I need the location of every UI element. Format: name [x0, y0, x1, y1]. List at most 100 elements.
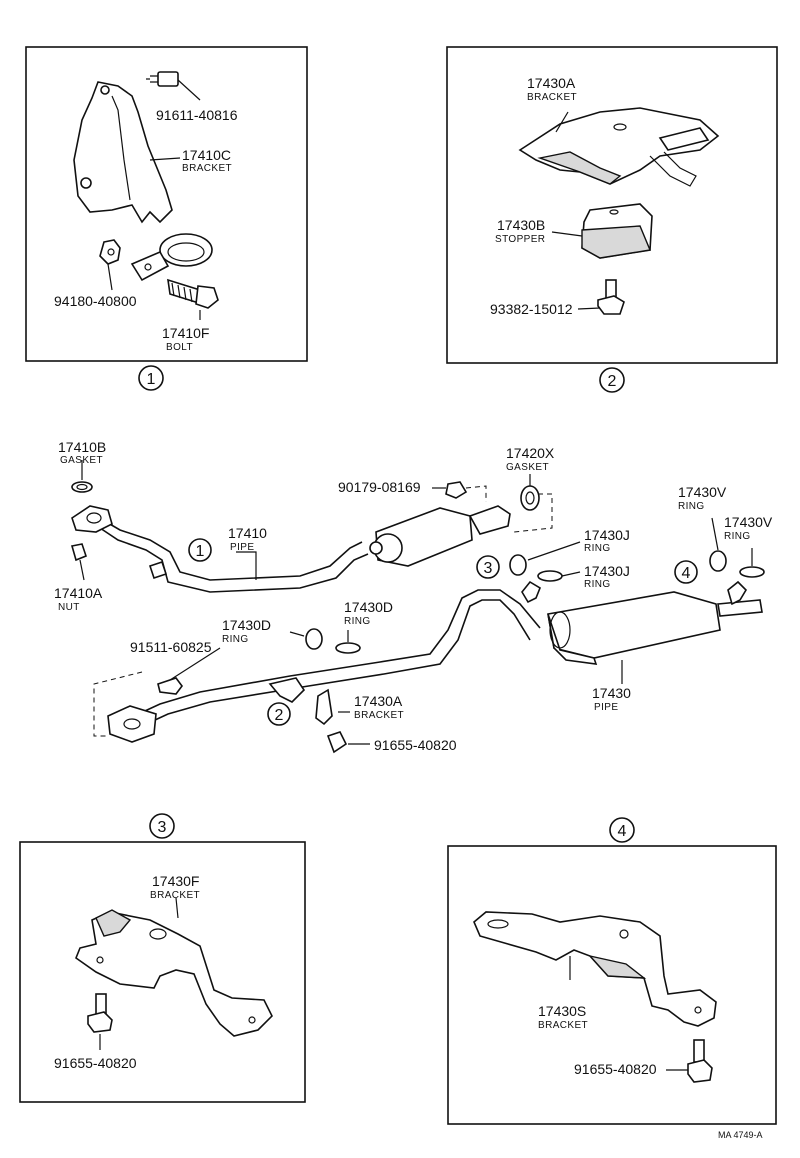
dashed-guide	[93, 671, 143, 737]
detail-2-panel: 17430A BRACKET 17430B STOPPER 93382-1501…	[446, 46, 778, 364]
nut-90179-08169-drawing	[445, 481, 468, 499]
gasket-17420x-drawing	[520, 485, 540, 511]
part-name-pipe: PIPE	[594, 702, 618, 713]
clamp-position-1: 1	[148, 538, 212, 580]
detail-4-panel: 17430S BRACKET 91655-40820	[447, 845, 777, 1125]
bolt-93382-15012-drawing	[597, 279, 625, 315]
part-number-17420x: 17420X	[506, 445, 555, 461]
diagram-id: MA 4749-A	[718, 1130, 763, 1140]
part-name-bolt: BOLT	[166, 342, 193, 353]
leader	[175, 897, 179, 919]
muffler-front-drawing	[369, 505, 511, 567]
part-name-pipe: PIPE	[230, 542, 254, 553]
detail-marker-3: 3	[149, 813, 175, 839]
bracket-17430s-drawing	[473, 911, 717, 1027]
svg-text:4: 4	[682, 565, 691, 582]
detail-marker-1: 1	[138, 365, 164, 391]
part-number-17430v: 17430V	[678, 484, 727, 500]
part-name-bracket: BRACKET	[150, 890, 200, 901]
leader	[551, 231, 583, 237]
part-number-17430a: 17430A	[527, 75, 576, 91]
clamp-drawing	[130, 233, 213, 282]
detail-marker-2: 2	[267, 702, 291, 726]
ring-17430j-drawing	[509, 554, 527, 576]
gasket-17410b-drawing	[71, 481, 93, 493]
part-name-ring: RING	[344, 616, 371, 627]
part-number-17430d: 17430D	[222, 617, 271, 633]
svg-text:4: 4	[618, 823, 627, 840]
ring-17430j-drawing	[537, 570, 563, 582]
ring-17430v-drawing	[739, 566, 765, 578]
part-number-93382-15012: 93382-15012	[490, 301, 573, 317]
hanger-drawing	[521, 580, 541, 604]
part-number-17430d: 17430D	[344, 599, 393, 615]
detail-marker-4: 4	[609, 817, 635, 843]
svg-text:1: 1	[196, 543, 205, 560]
flange-drawing	[71, 505, 113, 533]
svg-text:3: 3	[484, 560, 493, 577]
dashed-guide	[465, 485, 487, 502]
part-number-90179-08169: 90179-08169	[338, 479, 421, 495]
nut-17410a-drawing	[70, 543, 87, 562]
bracket-17430f-drawing	[75, 909, 273, 1037]
part-number-17410: 17410	[228, 525, 267, 541]
leader	[289, 631, 305, 637]
detail-marker-4: 4	[674, 560, 698, 584]
part-number-17410a: 17410A	[54, 585, 103, 601]
part-number-91611-40816: 91611-40816	[156, 107, 238, 123]
part-name-bracket: BRACKET	[527, 92, 577, 103]
bolt-17410f-drawing	[167, 278, 219, 309]
part-name-ring: RING	[724, 531, 751, 542]
part-name-ring: RING	[584, 579, 611, 590]
part-number-17430s: 17430S	[538, 1003, 586, 1019]
leader	[561, 571, 581, 577]
bolt-91611-40816-drawing	[146, 71, 201, 101]
part-name-ring: RING	[584, 543, 611, 554]
nut-94180-40800-drawing	[99, 239, 121, 291]
leader	[169, 647, 221, 681]
pipe-bracket-drawing	[268, 677, 306, 703]
bolt-91655-40820-drawing	[326, 731, 348, 754]
part-number-91511-60825: 91511-60825	[130, 639, 212, 655]
part-number-91655-40820: 91655-40820	[54, 1055, 137, 1071]
leader	[577, 307, 601, 310]
part-number-17430j: 17430J	[584, 527, 630, 543]
detail-marker-3: 3	[476, 555, 500, 579]
detail-1-frame	[25, 46, 308, 362]
svg-text:1: 1	[147, 371, 156, 388]
muffler-rear-drawing	[547, 591, 763, 665]
part-name-bracket: BRACKET	[538, 1020, 588, 1031]
bracket-17430a-drawing	[518, 107, 720, 187]
part-number-17410f: 17410F	[162, 325, 209, 341]
pipe-17430-drawing	[133, 589, 541, 717]
leader	[236, 551, 257, 580]
part-number-91655-40820: 91655-40820	[574, 1061, 657, 1077]
dashed-guide	[513, 493, 553, 533]
leader	[527, 541, 581, 561]
part-name-bracket: BRACKET	[182, 163, 232, 174]
part-number-17430a: 17430A	[354, 693, 403, 709]
detail-marker-2: 2	[599, 367, 625, 393]
pipe-17410-drawing	[95, 515, 363, 581]
part-number-91655-40820: 91655-40820	[374, 737, 457, 753]
leader	[711, 517, 719, 551]
part-name-stopper: STOPPER	[495, 234, 545, 245]
svg-text:2: 2	[275, 707, 284, 724]
detail-4-frame	[447, 845, 777, 1125]
bolt-91655-40820-drawing	[87, 993, 113, 1033]
detail-3-frame	[19, 841, 306, 1103]
stopper-17430b-drawing	[581, 203, 653, 259]
bracket-17410c-hole	[100, 85, 110, 95]
detail-3-panel: 17430F BRACKET 91655-40820	[19, 841, 306, 1103]
detail-2-frame	[446, 46, 778, 364]
bolt-91655-40820-drawing	[687, 1039, 713, 1083]
detail-1-panel: 91611-40816 17410C BRACKET 94180-40800 1…	[25, 46, 308, 362]
ring-17430d-drawing	[305, 628, 323, 650]
bolt-91511-60825-drawing	[157, 677, 183, 695]
leader	[149, 157, 181, 161]
part-number-17430b: 17430B	[497, 217, 545, 233]
part-number-17430f: 17430F	[152, 873, 199, 889]
part-number-17430: 17430	[592, 685, 631, 701]
part-number-17410c: 17410C	[182, 147, 231, 163]
part-name-gasket: GASKET	[60, 455, 103, 466]
